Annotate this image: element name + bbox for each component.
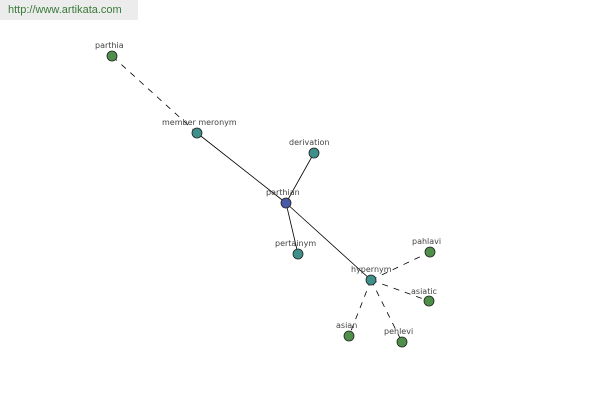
node-member-meronym[interactable] [191,127,203,139]
graph-edges [111,55,431,343]
node-label-pahlavi: pahlavi [412,237,441,246]
node-label-asiatic: asiatic [411,287,437,296]
node-asian[interactable] [343,330,355,342]
edge-hypernym-asiatic [370,279,430,302]
edge-parthian-derivation [285,152,315,204]
edge-parthian-member-meronym [196,132,287,204]
node-label-asian: asian [336,321,357,330]
node-asiatic[interactable] [423,295,435,307]
node-label-pertainym: pertainym [275,239,316,248]
edge-parthian-hypernym [285,202,372,281]
node-derivation[interactable] [308,147,320,159]
node-label-pehlevi: pehlevi [384,327,413,336]
node-label-member-meronym: member meronym [162,118,237,127]
node-pertainym[interactable] [292,248,304,260]
node-label-hypernym: hypernym [351,265,392,274]
node-parthian[interactable] [280,197,292,209]
node-hypernym[interactable] [365,274,377,286]
node-pahlavi[interactable] [424,246,436,258]
graph-labels: parthian member meronym derivation pertainy… [95,41,441,336]
edge-hypernym-asian [348,279,372,337]
node-pehlevi[interactable] [396,336,408,348]
edge-parthian-pertainym [285,202,299,255]
node-label-parthia: parthia [95,41,124,50]
watermark-url: http://www.artikata.com [0,0,138,20]
node-label-parthian: parthian [266,188,300,197]
node-label-derivation: derivation [289,138,329,147]
node-parthia[interactable] [106,50,118,62]
graph-nodes [106,50,436,348]
